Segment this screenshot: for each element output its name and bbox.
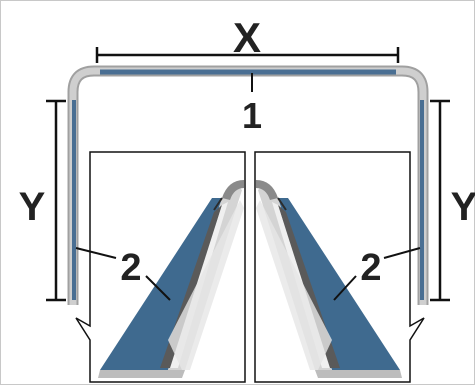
detail-box-left xyxy=(75,151,246,383)
callout-2-left: 2 xyxy=(75,247,171,301)
y-label-left: Y xyxy=(19,185,46,229)
label-2-right: 2 xyxy=(360,247,381,289)
y-dimension-right: Y xyxy=(430,99,475,302)
detail-box-right xyxy=(254,151,425,383)
profile-blue-left xyxy=(100,198,222,370)
y-label-right: Y xyxy=(451,185,475,229)
profile-blue-right xyxy=(278,198,400,370)
x-label: X xyxy=(233,14,261,61)
y-dimension-left: Y xyxy=(19,99,66,302)
gasket-frame xyxy=(67,65,429,305)
x-dimension: X xyxy=(95,14,400,63)
label-1: 1 xyxy=(242,95,262,136)
callout-1: 1 xyxy=(242,73,262,136)
callout-2-right: 2 xyxy=(333,247,421,301)
label-2-left: 2 xyxy=(120,247,141,289)
